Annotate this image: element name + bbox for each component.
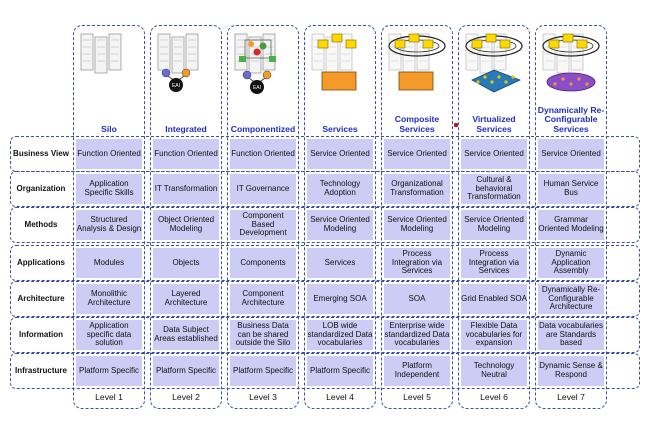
matrix-cell: Dynamic Sense & Respond [538,356,604,386]
component-eai-icon: EAI [234,33,276,94]
matrix-cell: Service Oriented [307,139,373,169]
connector-dot [454,123,458,127]
matrix-cell: Components [230,248,296,278]
row-label: Infrastructure [14,366,67,376]
matrix-cell: Business Data can be shared outside the … [230,320,296,350]
services-icon [311,33,357,91]
matrix-cell: Service Oriented [538,139,604,169]
row-label: Organization [16,184,66,194]
matrix-cell: Platform Independent [384,356,450,386]
matrix-cell: Technology Neutral [461,356,527,386]
stage-title: Componentized [230,123,296,134]
matrix-cell: Enterprise wide standardized Data vocabu… [384,320,450,350]
matrix-cell: Structured Analysis & Design [76,210,142,240]
stage-title: Integrated [165,123,207,134]
level-label: Level 3 [249,392,277,402]
stage-title: Composite Services [394,114,440,134]
matrix-cell: Function Oriented [230,139,296,169]
row-label: Architecture [17,294,65,304]
row-frame [10,171,640,207]
matrix-cell: Platform Specific [76,356,142,386]
matrix-cell: Service Oriented Modeling [384,210,450,240]
matrix-cell: Objects [153,248,219,278]
matrix-cell: Services [307,248,373,278]
matrix-cell: Dynamic Application Assembly [538,248,604,278]
matrix-cell: Data vocabularies are Standards based [538,320,604,350]
stage-title: Dynamically Re-Configurable Services [537,104,605,134]
matrix-cell: Function Oriented [76,139,142,169]
stage-title: Services [322,123,358,134]
matrix-cell: Service Oriented [461,139,527,169]
row-frame [10,317,640,353]
level-label: Level 4 [326,392,354,402]
stage-title: Virtualized Services [472,114,516,134]
stage-title: Silo [101,123,117,134]
matrix-cell: Grid Enabled SOA [461,284,527,314]
level-label: Level 5 [403,392,431,402]
matrix-cell: Service Oriented Modeling [461,210,527,240]
matrix-cell: Layered Architecture [153,284,219,314]
matrix-cell: Application specific data solution [76,320,142,350]
virtualized-services-icon [465,33,523,93]
level-label: Level 7 [557,392,585,402]
matrix-cell: Application Specific Skills [76,174,142,204]
level-label: Level 6 [480,392,508,402]
eai-label: EAI [172,83,180,89]
matrix-cell: Component Architecture [230,284,296,314]
eai-hub-icon: EAI [157,33,199,92]
matrix-cell: Data Subject Areas established [153,320,219,350]
reconfigurable-services-icon [542,33,600,92]
level-label: Level 1 [95,392,123,402]
matrix-cell: LOB wide standardized Data vocabularies [307,320,373,350]
matrix-cell: Organizational Transformation [384,174,450,204]
matrix-cell: Modules [76,248,142,278]
matrix-cell: IT Transformation [153,174,219,204]
matrix-cell: SOA [384,284,450,314]
building-icon [80,33,122,74]
matrix-cell: Component Based Development [230,210,296,240]
matrix-cell: Platform Specific [230,356,296,386]
row-frame [10,245,640,281]
matrix-cell: Platform Specific [153,356,219,386]
matrix-cell: Monolithic Architecture [76,284,142,314]
row-label: Applications [16,258,65,268]
matrix-cell: Flexible Data vocabularies for expansion [461,320,527,350]
eai-label: EAI [253,85,261,91]
composite-services-icon [388,33,446,91]
row-frame [10,353,640,389]
row-frame [10,281,640,317]
matrix-cell: Process Integration via Services [461,248,527,278]
matrix-cell: Emerging SOA [307,284,373,314]
matrix-cell: Service Oriented Modeling [307,210,373,240]
level-label: Level 2 [172,392,200,402]
matrix-cell: Object Oriented Modeling [153,210,219,240]
matrix-cell: Technology Adoption [307,174,373,204]
matrix-cell: Grammar Oriented Modeling [538,210,604,240]
matrix-cell: Human Service Bus [538,174,604,204]
row-label: Methods [24,220,58,230]
matrix-cell: Function Oriented [153,139,219,169]
matrix-cell: Platform Specific [307,356,373,386]
matrix-cell: Service Oriented [384,139,450,169]
matrix-cell: Dynamically Re-Configurable Architecture [538,284,604,314]
matrix-cell: IT Governance [230,174,296,204]
matrix-cell: Cultural & behavioral Transformation [461,174,527,204]
row-label: Business View [13,149,69,159]
row-frame [10,207,640,243]
row-label: Information [19,330,63,340]
matrix-cell: Process Integration via Services [384,248,450,278]
